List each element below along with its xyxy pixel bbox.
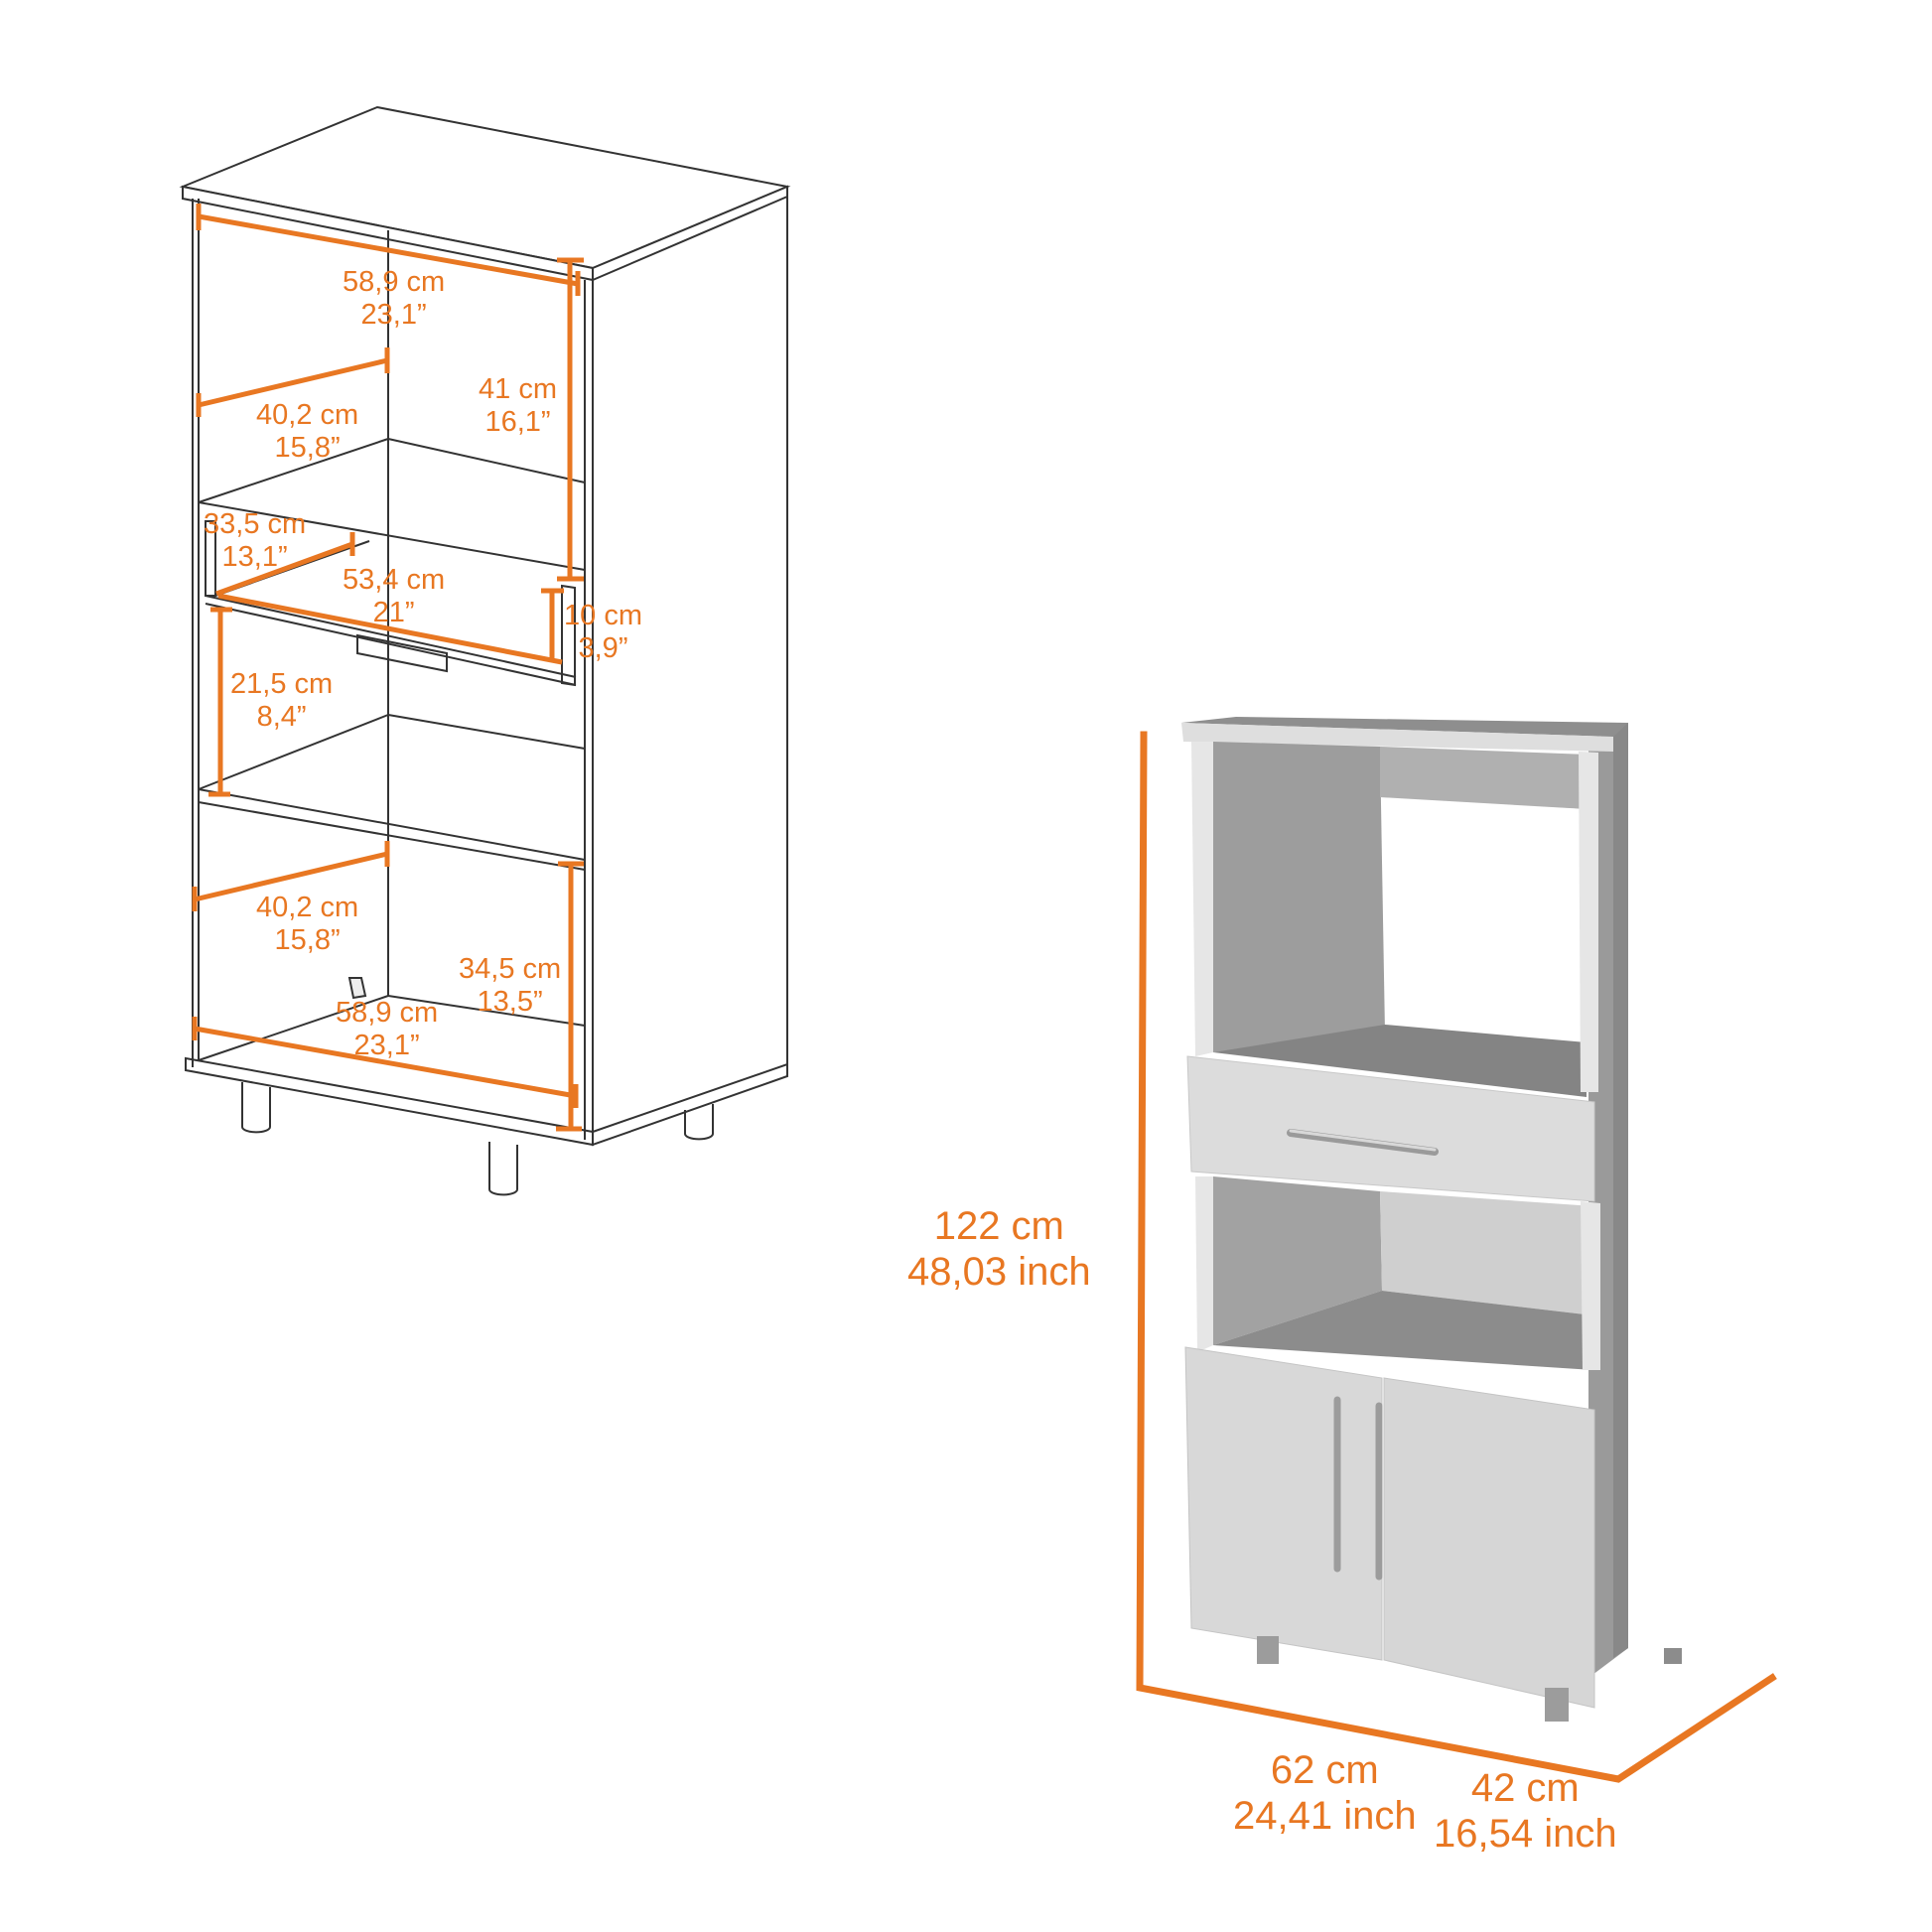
dimension-inch: 13,1”	[221, 541, 288, 574]
dimension-cm: 10 cm	[564, 600, 642, 631]
dimension-cm: 53,4 cm	[343, 564, 446, 596]
lower-depth-label: 40,2 cm 15,8”	[256, 892, 358, 958]
dimension-cm: 58,9 cm	[336, 997, 439, 1029]
bottom-width-label: 58,9 cm 23,1”	[336, 997, 438, 1063]
left-door	[1184, 1346, 1383, 1661]
dimension-cm: 33,5 cm	[204, 508, 307, 540]
dimension-inch: 8,4”	[256, 701, 307, 734]
dimension-inch: 16,1”	[484, 406, 551, 439]
drawer-depth-label: 33,5 cm 13,1”	[204, 508, 306, 575]
dimension-cm: 41 cm	[479, 373, 557, 405]
drawer-front	[1186, 1055, 1595, 1202]
right-door	[1383, 1377, 1595, 1709]
top-width-label: 58,9 cm 23,1”	[343, 266, 445, 333]
upper-depth-label: 40,2 cm 15,8”	[256, 399, 358, 466]
dimension-cm: 58,9 cm	[343, 266, 446, 298]
dimension-cm: 122 cm	[933, 1204, 1064, 1248]
drawer-height-label: 10 cm 3,9”	[564, 600, 642, 666]
dimension-inch: 48,03 inch	[907, 1250, 1091, 1294]
dimension-cm: 34,5 cm	[459, 953, 562, 985]
middle-height-label: 21,5 cm 8,4”	[230, 668, 333, 735]
dimension-inch: 15,8”	[274, 924, 341, 957]
dimension-cm: 62 cm	[1270, 1748, 1379, 1792]
lower-height-label: 34,5 cm 13,5”	[459, 953, 561, 1020]
depth-label: 42 cm 16,54 inch	[1434, 1765, 1617, 1857]
dimension-inch: 15,8”	[274, 432, 341, 465]
dimension-inch: 23,1”	[353, 1030, 420, 1062]
dimension-cm: 40,2 cm	[256, 399, 359, 431]
dimension-inch: 21”	[372, 597, 415, 629]
drawer-width-label: 53,4 cm 21”	[343, 564, 445, 630]
dimension-inch: 16,54 inch	[1434, 1812, 1617, 1856]
dimension-inch: 3,9”	[578, 632, 628, 665]
dimension-inch: 13,5”	[477, 986, 543, 1019]
dimension-cm: 21,5 cm	[230, 668, 334, 700]
dimension-cm: 42 cm	[1470, 1766, 1580, 1810]
upper-height-label: 41 cm 16,1”	[479, 373, 557, 440]
height-label: 122 cm 48,03 inch	[907, 1203, 1091, 1295]
width-label: 62 cm 24,41 inch	[1233, 1747, 1417, 1839]
dimension-inch: 24,41 inch	[1233, 1794, 1417, 1838]
dimension-inch: 23,1”	[360, 299, 427, 332]
dimension-cm: 40,2 cm	[256, 892, 359, 923]
